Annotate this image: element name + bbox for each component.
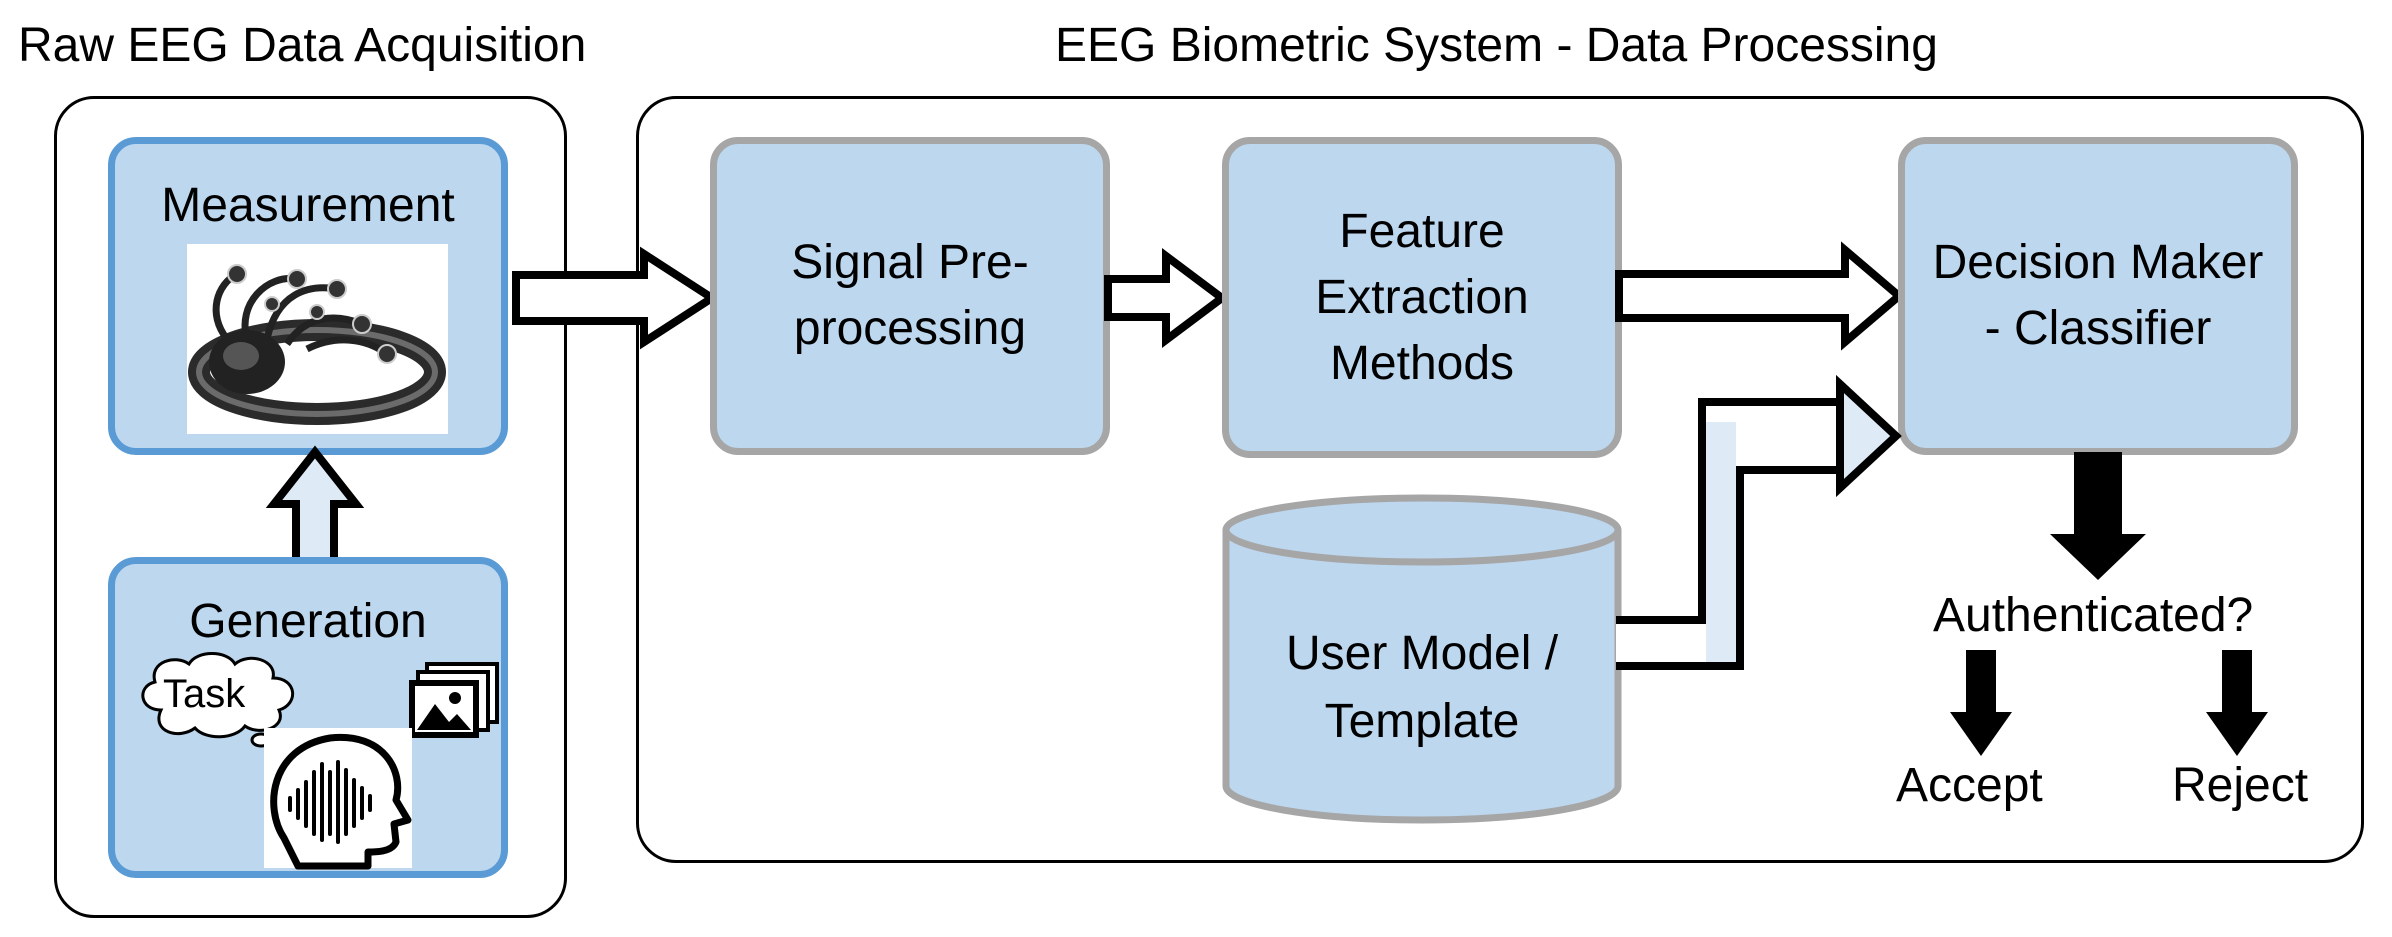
decision-maker-box: Decision Maker - Classifier	[1898, 137, 2298, 455]
arrow-feature-to-decision	[1615, 241, 1906, 351]
eeg-headset-image	[187, 244, 448, 434]
reject-label: Reject	[2172, 759, 2309, 812]
preprocessing-line2: processing	[793, 302, 1027, 355]
accept-label: Accept	[1896, 759, 2043, 812]
preprocessing-line1: Signal Pre-	[791, 236, 1029, 289]
processing-title: EEG Biometric System - Data Processing	[1055, 19, 1938, 72]
arrow-template-to-decision	[1616, 374, 1902, 670]
feature-line1: Feature	[1339, 204, 1505, 258]
acquisition-title: Raw EEG Data Acquisition	[18, 19, 587, 72]
decision-line2: - Classifier	[1984, 302, 2212, 355]
eeg-headset-icon	[188, 264, 446, 425]
arrow-preprocessing-to-feature	[1104, 248, 1229, 348]
up-arrow-icon	[265, 445, 365, 568]
image-gallery-icon	[409, 662, 499, 738]
arrow-measurement-to-preprocessing	[512, 246, 720, 350]
feature-line2: Extraction	[1315, 270, 1529, 324]
feature-line3: Methods	[1329, 336, 1515, 390]
generation-label: Generation	[189, 595, 427, 648]
authenticated-question: Authenticated?	[1933, 589, 2254, 642]
decision-line1: Decision Maker	[1932, 236, 2264, 289]
template-line2: Template	[1324, 695, 1520, 748]
task-label: Task	[163, 672, 246, 716]
head-brainwave-icon	[270, 733, 412, 870]
head-image	[264, 728, 412, 870]
down-arrow-reject-icon	[2206, 650, 2268, 756]
template-line1: User Model /	[1285, 627, 1559, 680]
preprocessing-box: Signal Pre- processing	[710, 137, 1110, 455]
measurement-label: Measurement	[161, 179, 455, 232]
template-database-icon	[1222, 494, 1622, 824]
generation-box: Generation Task	[108, 557, 508, 878]
down-arrow-accept-icon	[1950, 650, 2012, 756]
measurement-box: Measurement	[108, 137, 508, 455]
feature-extraction-box: Feature Extraction Methods	[1222, 137, 1622, 458]
down-arrow-decision-icon	[2050, 452, 2146, 580]
